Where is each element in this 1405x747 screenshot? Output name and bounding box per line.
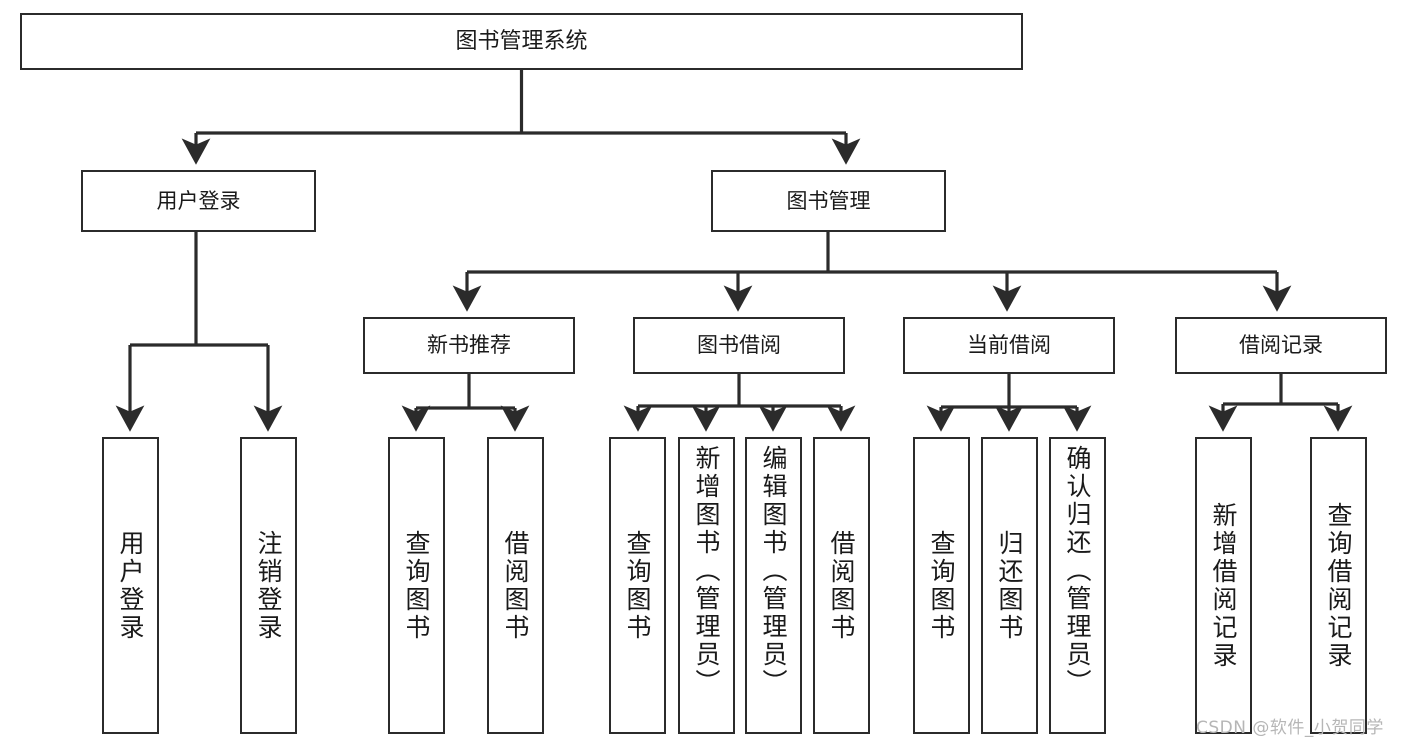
node-label: 查询图书 [927, 529, 956, 642]
node-label: 当前借阅 [967, 333, 1051, 358]
node-root-book-management-system[interactable]: 图书管理系统 [20, 13, 1023, 70]
node-label: 新增图书（管理员） [692, 445, 721, 697]
node-label: 归还图书 [995, 529, 1024, 642]
node-borrowing-record[interactable]: 借阅记录 [1175, 317, 1387, 374]
leaf-return-book[interactable]: 归还图书 [981, 437, 1038, 734]
leaf-logout[interactable]: 注销登录 [240, 437, 297, 734]
node-label: 注销登录 [254, 529, 283, 642]
node-label: 查询图书 [402, 529, 431, 642]
node-label: 用户登录 [116, 529, 145, 642]
node-label: 用户登录 [156, 188, 241, 213]
node-label: 借阅图书 [501, 529, 530, 642]
node-label: 确认归还（管理员） [1063, 445, 1092, 697]
leaf-query-book-borrow[interactable]: 查询图书 [609, 437, 666, 734]
node-label: 图书借阅 [697, 333, 781, 358]
leaf-query-book-current[interactable]: 查询图书 [913, 437, 970, 734]
node-current-borrowing[interactable]: 当前借阅 [903, 317, 1115, 374]
leaf-edit-book-admin[interactable]: 编辑图书（管理员） [745, 437, 802, 734]
leaf-confirm-return-admin[interactable]: 确认归还（管理员） [1049, 437, 1106, 734]
leaf-borrow-book-recommend[interactable]: 借阅图书 [487, 437, 544, 734]
leaf-borrow-book[interactable]: 借阅图书 [813, 437, 870, 734]
leaf-add-book-admin[interactable]: 新增图书（管理员） [678, 437, 735, 734]
node-label: 图书管理 [786, 188, 871, 213]
node-user-login[interactable]: 用户登录 [81, 170, 316, 232]
node-label: 新增借阅记录 [1209, 501, 1238, 670]
node-label: 新书推荐 [427, 333, 511, 358]
leaf-add-borrow-record[interactable]: 新增借阅记录 [1195, 437, 1252, 734]
node-book-borrowing[interactable]: 图书借阅 [633, 317, 845, 374]
node-label: 编辑图书（管理员） [759, 445, 788, 697]
leaf-query-borrow-record[interactable]: 查询借阅记录 [1310, 437, 1367, 734]
node-label: 查询借阅记录 [1324, 501, 1353, 670]
csdn-watermark: CSDN @软件_小贺同学 [1196, 718, 1384, 738]
leaf-user-login[interactable]: 用户登录 [102, 437, 159, 734]
node-new-book-recommendation[interactable]: 新书推荐 [363, 317, 575, 374]
node-label: 借阅图书 [827, 529, 856, 642]
leaf-query-book-recommend[interactable]: 查询图书 [388, 437, 445, 734]
node-label: 借阅记录 [1239, 333, 1323, 358]
node-label: 查询图书 [623, 529, 652, 642]
node-label: 图书管理系统 [455, 28, 588, 54]
node-book-management[interactable]: 图书管理 [711, 170, 946, 232]
